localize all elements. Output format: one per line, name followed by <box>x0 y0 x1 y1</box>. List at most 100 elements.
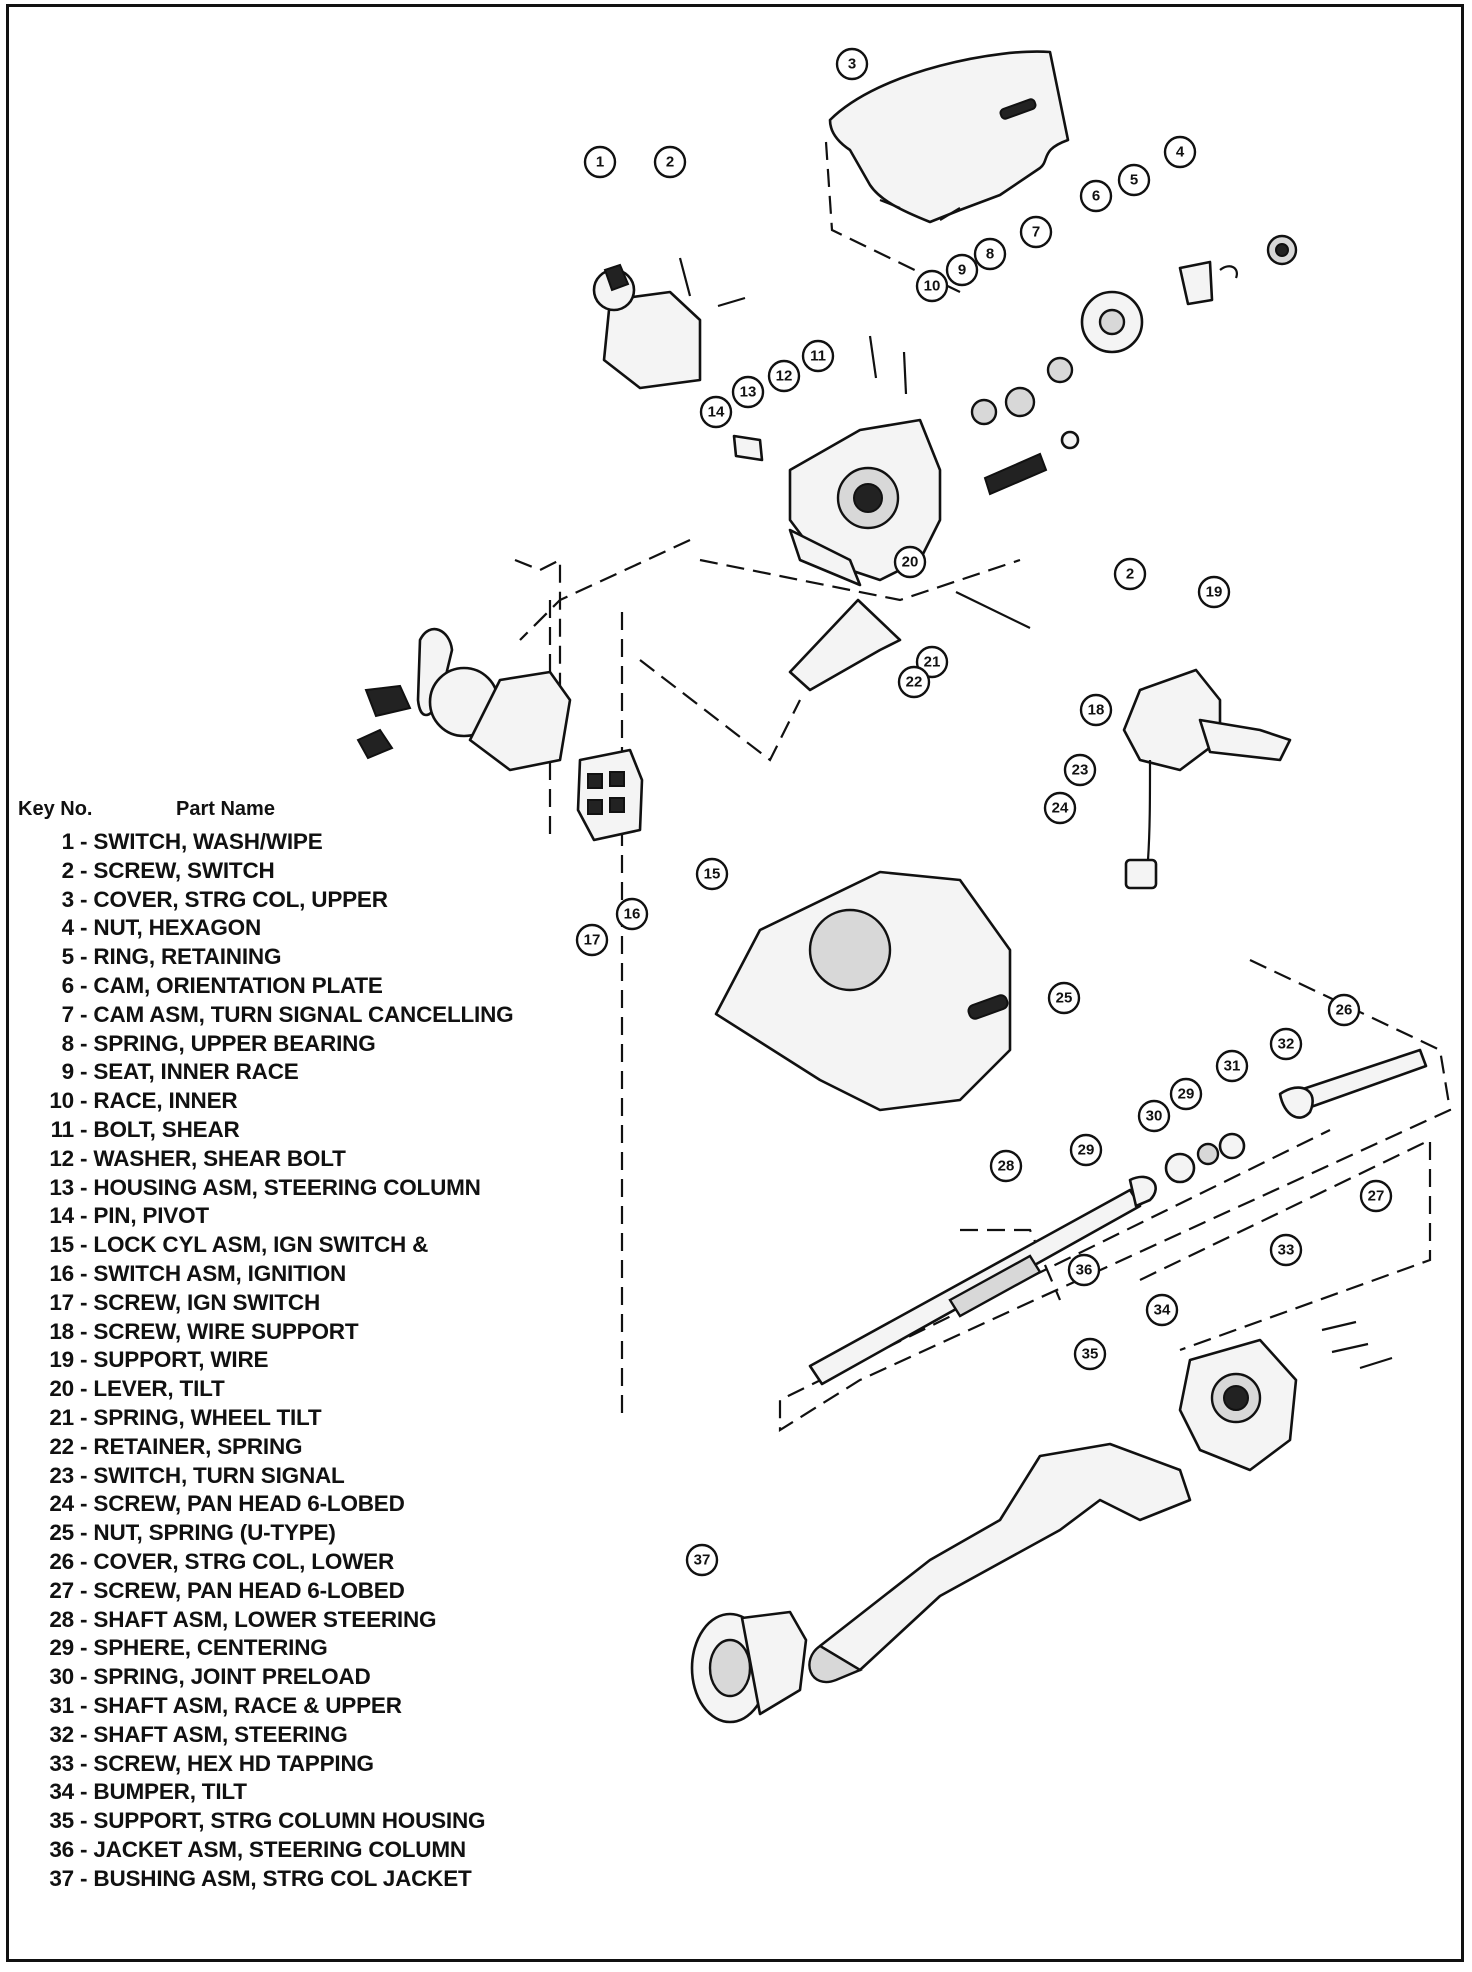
callout-circle <box>1113 557 1147 591</box>
callout-number: 27 <box>1368 1188 1385 1205</box>
callout-circle <box>1117 163 1151 197</box>
callout-number: 14 <box>708 404 725 421</box>
legend-item-number: 16 <box>49 1260 74 1286</box>
callout-number: 19 <box>1206 584 1223 601</box>
legend-item: 20 - LEVER, TILT <box>18 1375 618 1404</box>
legend-item-name: BUSHING ASM, STRG COL JACKET <box>93 1865 472 1891</box>
legend-item: 10 - RACE, INNER <box>18 1087 618 1116</box>
legend-item: 25 - NUT, SPRING (U-TYPE) <box>18 1519 618 1548</box>
callout-number: 21 <box>924 654 941 671</box>
callout-number: 31 <box>1224 1058 1241 1075</box>
legend-item-number: 9 <box>61 1059 75 1085</box>
legend-item-name: HOUSING ASM, STEERING COLUMN <box>93 1174 481 1200</box>
legend-item-number: 14 <box>49 1203 74 1229</box>
callout-circle <box>1079 179 1113 213</box>
callout-number: 33 <box>1278 1242 1295 1259</box>
callout-circle <box>1145 1293 1179 1327</box>
legend-item: 21 - SPRING, WHEEL TILT <box>18 1404 618 1433</box>
legend-item-number: 18 <box>49 1318 74 1344</box>
legend-item: 28 - SHAFT ASM, LOWER STEERING <box>18 1606 618 1635</box>
callout-circle <box>835 47 869 81</box>
callout-circle <box>731 375 765 409</box>
legend-item-number: 11 <box>50 1116 75 1142</box>
callout-number: 11 <box>810 348 826 365</box>
callout-number: 30 <box>1146 1108 1163 1125</box>
legend-item: 29 - SPHERE, CENTERING <box>18 1634 618 1663</box>
callout-circle <box>1327 993 1361 1027</box>
callout-number: 12 <box>776 368 793 385</box>
legend-item: 6 - CAM, ORIENTATION PLATE <box>18 972 618 1001</box>
legend-item: 36 - JACKET ASM, STEERING COLUMN <box>18 1836 618 1865</box>
legend-item-number: 21 <box>49 1404 74 1430</box>
legend-item-number: 5 <box>61 944 75 970</box>
legend-item-name: SHAFT ASM, RACE & UPPER <box>93 1692 402 1718</box>
legend-item-number: 30 <box>49 1664 74 1690</box>
callout-number: 26 <box>1336 1002 1353 1019</box>
callout-number: 16 <box>624 906 641 923</box>
lower-cover-part <box>714 870 1012 1112</box>
callout-circle <box>915 645 949 679</box>
callout-number: 6 <box>1092 188 1100 205</box>
callout-number: 25 <box>1056 990 1073 1007</box>
legend-item-name: SUPPORT, WIRE <box>93 1347 269 1373</box>
legend-item-name: SUPPORT, STRG COLUMN HOUSING <box>93 1808 486 1834</box>
callout-circle <box>699 395 733 429</box>
legend-item-name: SEAT, INNER RACE <box>93 1059 299 1085</box>
legend-name-heading: Part Name <box>176 798 275 820</box>
callout-number: 23 <box>1072 762 1089 779</box>
callout-number: 2 <box>1126 566 1134 583</box>
legend-item-number: 12 <box>49 1145 74 1171</box>
legend-item-name: NUT, SPRING (U-TYPE) <box>93 1520 336 1546</box>
callout-circle <box>653 145 687 179</box>
callout-circle <box>1043 791 1077 825</box>
legend-item-number: 36 <box>49 1836 74 1862</box>
legend-item-number: 13 <box>49 1174 74 1200</box>
column-housing-support-part <box>1178 1320 1393 1472</box>
legend-item-name: SHAFT ASM, LOWER STEERING <box>93 1606 437 1632</box>
legend-item-number: 34 <box>49 1779 74 1805</box>
legend-item-number: 25 <box>49 1520 74 1546</box>
legend-item: 3 - COVER, STRG COL, UPPER <box>18 886 618 915</box>
upper-shaft-assembly-part <box>1164 1048 1428 1184</box>
legend-item-number: 35 <box>49 1808 74 1834</box>
callout-circle <box>575 923 609 957</box>
legend-item-name: SWITCH, WASH/WIPE <box>93 829 323 854</box>
legend-item: 16 - SWITCH ASM, IGNITION <box>18 1260 618 1289</box>
legend-item-number: 37 <box>49 1865 74 1891</box>
callout-number: 22 <box>906 674 923 691</box>
callout-number: 35 <box>1082 1346 1099 1363</box>
legend-item-name: RING, RETAINING <box>93 944 282 970</box>
legend-item: 24 - SCREW, PAN HEAD 6-LOBED <box>18 1490 618 1519</box>
upper-cover-part <box>828 50 1070 224</box>
lower-steering-shaft-part <box>808 1175 1157 1386</box>
legend-item-name: CAM, ORIENTATION PLATE <box>93 972 383 998</box>
legend-item-name: SCREW, WIRE SUPPORT <box>93 1318 359 1344</box>
legend-item: 17 - SCREW, IGN SWITCH <box>18 1289 618 1318</box>
turn-signal-switch-part <box>1122 668 1292 890</box>
legend-item: 9 - SEAT, INNER RACE <box>18 1058 618 1087</box>
callout-circle <box>1215 1049 1249 1083</box>
legend-item-number: 33 <box>49 1750 74 1776</box>
legend-item: 27 - SCREW, PAN HEAD 6-LOBED <box>18 1577 618 1606</box>
legend-item: 4 - NUT, HEXAGON <box>18 914 618 943</box>
legend-item-name: NUT, HEXAGON <box>93 915 262 941</box>
legend-item-number: 19 <box>49 1347 74 1373</box>
callout-number: 5 <box>1130 172 1138 189</box>
callout-number: 8 <box>986 246 994 263</box>
ignition-switch-part <box>576 748 644 842</box>
callout-number: 29 <box>1078 1142 1095 1159</box>
legend-item-number: 22 <box>49 1433 74 1459</box>
callout-circle <box>1079 693 1113 727</box>
callout-number: 10 <box>924 278 941 295</box>
callout-circle <box>1073 1337 1107 1371</box>
legend-item-number: 29 <box>49 1635 74 1661</box>
legend-item-name: SCREW, HEX HD TAPPING <box>93 1750 374 1776</box>
callout-circle <box>893 545 927 579</box>
legend-item: 2 - SCREW, SWITCH <box>18 857 618 886</box>
legend-item: 31 - SHAFT ASM, RACE & UPPER <box>18 1692 618 1721</box>
legend-item-number: 27 <box>49 1577 74 1603</box>
callout-number: 1 <box>596 154 604 171</box>
legend-item-number: 7 <box>61 1001 75 1027</box>
callout-circle <box>1163 135 1197 169</box>
callout-number: 9 <box>958 262 966 279</box>
